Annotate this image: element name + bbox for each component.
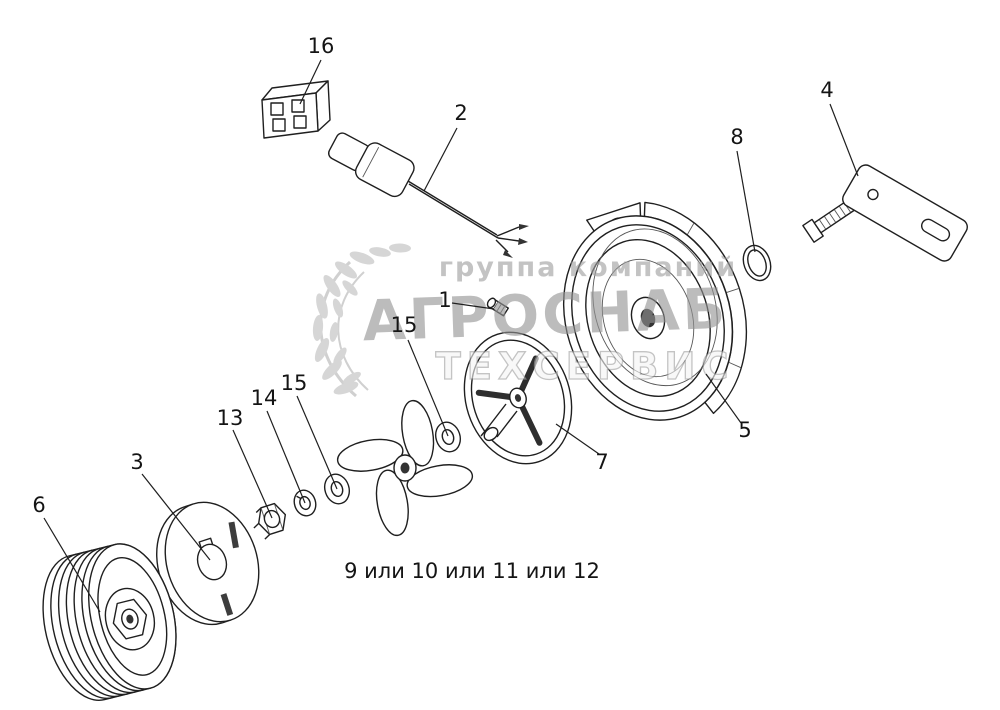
- leader-7: [555, 423, 600, 455]
- wreath-logo: [312, 243, 411, 398]
- callout-8: 8: [730, 125, 743, 149]
- callout-5: 5: [738, 418, 751, 442]
- part-o-ring: [742, 244, 772, 282]
- callout-15b: 15: [281, 371, 308, 395]
- callout-fan-variants: 9 или 10 или 11 или 12: [344, 559, 600, 583]
- callout-labels: 16 2 8 4 1 15 7 5 15 14 13 3 6 9 или 10 …: [32, 34, 833, 583]
- leader-15a: [407, 339, 449, 437]
- leader-3: [141, 473, 211, 561]
- part-connector-block: [261, 80, 331, 139]
- callout-6: 6: [32, 493, 45, 517]
- part-pulley-drum: [42, 543, 177, 701]
- part-wire-plug: [327, 132, 529, 258]
- callout-4: 4: [820, 78, 833, 102]
- leader-15b: [296, 395, 338, 490]
- callout-2: 2: [454, 101, 467, 125]
- leader-16: [299, 59, 322, 105]
- watermark-line-3: ТЕХСЕРВИС: [436, 345, 735, 388]
- leader-14: [266, 410, 306, 504]
- part-motor-housing: [562, 201, 748, 421]
- watermark: группа компаний АГРОСНАБ ТЕХСЕРВИС: [312, 243, 737, 398]
- leader-2: [423, 127, 458, 192]
- callout-14: 14: [251, 386, 278, 410]
- callout-3: 3: [130, 450, 143, 474]
- leader-6: [43, 517, 101, 613]
- leader-lines: [43, 59, 859, 613]
- callout-7: 7: [595, 450, 608, 474]
- leader-13: [232, 429, 273, 519]
- part-bracket: [842, 164, 968, 262]
- callout-1: 1: [438, 288, 451, 312]
- leader-1: [451, 302, 495, 310]
- part-bolt: [802, 197, 859, 243]
- part-shaft: [480, 403, 518, 442]
- leader-4: [829, 103, 859, 177]
- leader-8: [736, 150, 756, 253]
- part-screw: [486, 297, 509, 317]
- callout-16: 16: [308, 34, 335, 58]
- part-washer-15a: [434, 421, 462, 453]
- leader-5: [705, 373, 742, 424]
- part-hex-nut: [253, 502, 287, 540]
- callout-15a: 15: [391, 313, 418, 337]
- callout-13: 13: [217, 406, 244, 430]
- watermark-line-2: АГРОСНАБ: [361, 277, 729, 355]
- watermark-line-1: группа компаний: [439, 252, 737, 283]
- part-fan-impeller: [336, 399, 474, 537]
